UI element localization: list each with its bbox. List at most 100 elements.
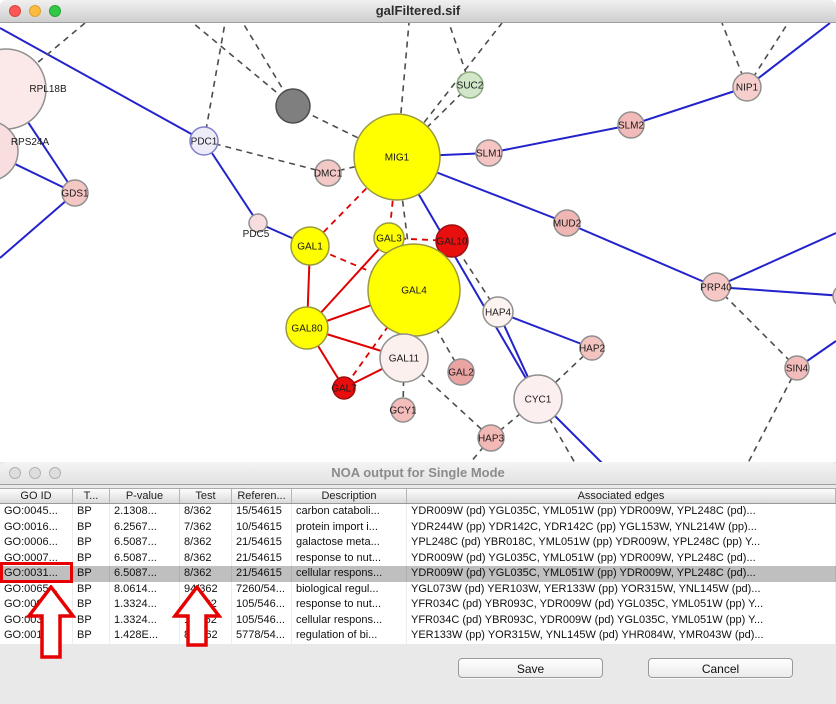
edge-blue[interactable] — [0, 27, 205, 142]
cell-r5-c6[interactable]: YGL073W (pd) YER103W, YER133W (pp) YOR31… — [407, 581, 836, 597]
node-prp40[interactable] — [701, 272, 731, 302]
edge-blue[interactable] — [0, 192, 76, 259]
cell-r1-c3[interactable]: 7/362 — [180, 519, 232, 535]
node-mig1[interactable] — [353, 113, 441, 201]
cell-r6-c3[interactable]: 11/362 — [180, 597, 232, 613]
cell-r3-c5[interactable]: response to nut... — [292, 550, 407, 566]
noa-window-titlebar[interactable]: NOA output for Single Mode — [0, 462, 836, 485]
cell-r2-c5[interactable]: galactose meta... — [292, 535, 407, 551]
cell-r5-c4[interactable]: 7260/54... — [232, 581, 292, 597]
cell-r4-c6[interactable]: YDR009W (pd) YGL035C, YML051W (pp) YDR00… — [407, 566, 836, 582]
node-slm1[interactable] — [475, 139, 503, 167]
edge-dashed[interactable] — [403, 357, 492, 439]
cell-r3-c0[interactable]: GO:0007... — [0, 550, 73, 566]
cell-r8-c1[interactable]: BP — [73, 628, 110, 644]
node-gal2[interactable] — [447, 358, 475, 386]
edge-blue[interactable] — [203, 140, 259, 224]
cell-r5-c2[interactable]: 8.0614... — [110, 581, 180, 597]
cell-r1-c5[interactable]: protein import i... — [292, 519, 407, 535]
edge-dashed[interactable] — [292, 105, 398, 158]
edge-dashed[interactable] — [203, 23, 226, 142]
cell-r6-c4[interactable]: 105/546... — [232, 597, 292, 613]
node-mud2[interactable] — [553, 209, 581, 237]
zoom-button-icon[interactable] — [49, 5, 61, 17]
cell-r1-c0[interactable]: GO:0016... — [0, 519, 73, 535]
column-header-5[interactable]: Description — [292, 489, 407, 503]
close-button-icon[interactable] — [9, 5, 21, 17]
edge-dashed[interactable] — [715, 286, 798, 369]
cell-r5-c3[interactable]: 94/362 — [180, 581, 232, 597]
node-hap3[interactable] — [477, 424, 505, 452]
cell-r4-c4[interactable]: 21/54615 — [232, 566, 292, 582]
edge-blue[interactable] — [488, 124, 632, 154]
cancel-button[interactable]: Cancel — [648, 658, 793, 678]
cell-r1-c6[interactable]: YDR244W (pp) YDR142C, YDR142C (pp) YGL15… — [407, 519, 836, 535]
cell-r5-c0[interactable]: GO:0065... — [0, 581, 73, 597]
cell-r3-c3[interactable]: 8/362 — [180, 550, 232, 566]
edge-blue[interactable] — [497, 311, 593, 349]
cell-r8-c4[interactable]: 5778/54... — [232, 628, 292, 644]
cell-r2-c0[interactable]: GO:0006... — [0, 535, 73, 551]
node-slm2[interactable] — [617, 111, 645, 139]
column-header-1[interactable]: T... — [73, 489, 110, 503]
cell-r8-c5[interactable]: regulation of bi... — [292, 628, 407, 644]
cell-r0-c4[interactable]: 15/54615 — [232, 504, 292, 520]
zoom-button-icon[interactable] — [49, 467, 61, 479]
cell-r2-c2[interactable]: 6.5087... — [110, 535, 180, 551]
cell-r0-c6[interactable]: YDR009W (pd) YGL035C, YML051W (pp) YDR00… — [407, 504, 836, 520]
node-gal80[interactable] — [285, 306, 329, 350]
cell-r5-c5[interactable]: biological regul... — [292, 581, 407, 597]
edge-blue[interactable] — [746, 23, 831, 88]
cell-r1-c2[interactable]: 6.2567... — [110, 519, 180, 535]
minimize-button-icon[interactable] — [29, 467, 41, 479]
cell-r2-c1[interactable]: BP — [73, 535, 110, 551]
node-gal7[interactable] — [332, 376, 356, 400]
edge-dashed[interactable] — [402, 357, 405, 411]
edge-blue[interactable] — [715, 286, 836, 297]
cell-r3-c1[interactable]: BP — [73, 550, 110, 566]
cell-r0-c0[interactable]: GO:0045... — [0, 504, 73, 520]
cell-r3-c6[interactable]: YDR009W (pd) YGL035C, YML051W (pp) YDR00… — [407, 550, 836, 566]
close-button-icon[interactable] — [9, 467, 21, 479]
cell-r6-c2[interactable]: 1.3324... — [110, 597, 180, 613]
cell-r8-c6[interactable]: YER133W (pp) YOR315W, YNL145W (pd) YHR08… — [407, 628, 836, 644]
cell-r3-c4[interactable]: 21/54615 — [232, 550, 292, 566]
node-gds1[interactable] — [61, 179, 89, 207]
column-header-6[interactable]: Associated edges — [407, 489, 836, 503]
cell-r7-c1[interactable]: BP — [73, 612, 110, 628]
node-hap4[interactable] — [482, 296, 514, 328]
cell-r8-c2[interactable]: 1.428E... — [110, 628, 180, 644]
cell-r7-c0[interactable]: GO:0031... — [0, 612, 73, 628]
node-pdc1[interactable] — [189, 126, 219, 156]
cell-r6-c5[interactable]: response to nut... — [292, 597, 407, 613]
node-pdc5[interactable] — [248, 213, 268, 233]
network-window-titlebar[interactable]: galFiltered.sif — [0, 0, 836, 23]
column-header-0[interactable]: GO ID — [0, 489, 73, 503]
cell-r1-c4[interactable]: 10/54615 — [232, 519, 292, 535]
cell-r0-c1[interactable]: BP — [73, 504, 110, 520]
cell-r0-c2[interactable]: 2.1308... — [110, 504, 180, 520]
node-suc2[interactable] — [456, 71, 484, 99]
node-nip1[interactable] — [732, 72, 762, 102]
edge-red-dashed[interactable] — [343, 289, 415, 389]
cell-r6-c6[interactable]: YFR034C (pd) YBR093C, YDR009W (pd) YGL03… — [407, 597, 836, 613]
node-hap2[interactable] — [579, 335, 605, 361]
cell-r7-c3[interactable]: 11/362 — [180, 612, 232, 628]
cell-r2-c4[interactable]: 21/54615 — [232, 535, 292, 551]
cell-r2-c3[interactable]: 8/362 — [180, 535, 232, 551]
edge-dashed[interactable] — [747, 367, 798, 463]
node-cyc1[interactable] — [513, 374, 563, 424]
edge-blue[interactable] — [630, 86, 748, 126]
cell-r6-c1[interactable]: BP — [73, 597, 110, 613]
node-sin4[interactable] — [784, 355, 810, 381]
edge-blue[interactable] — [715, 232, 836, 288]
